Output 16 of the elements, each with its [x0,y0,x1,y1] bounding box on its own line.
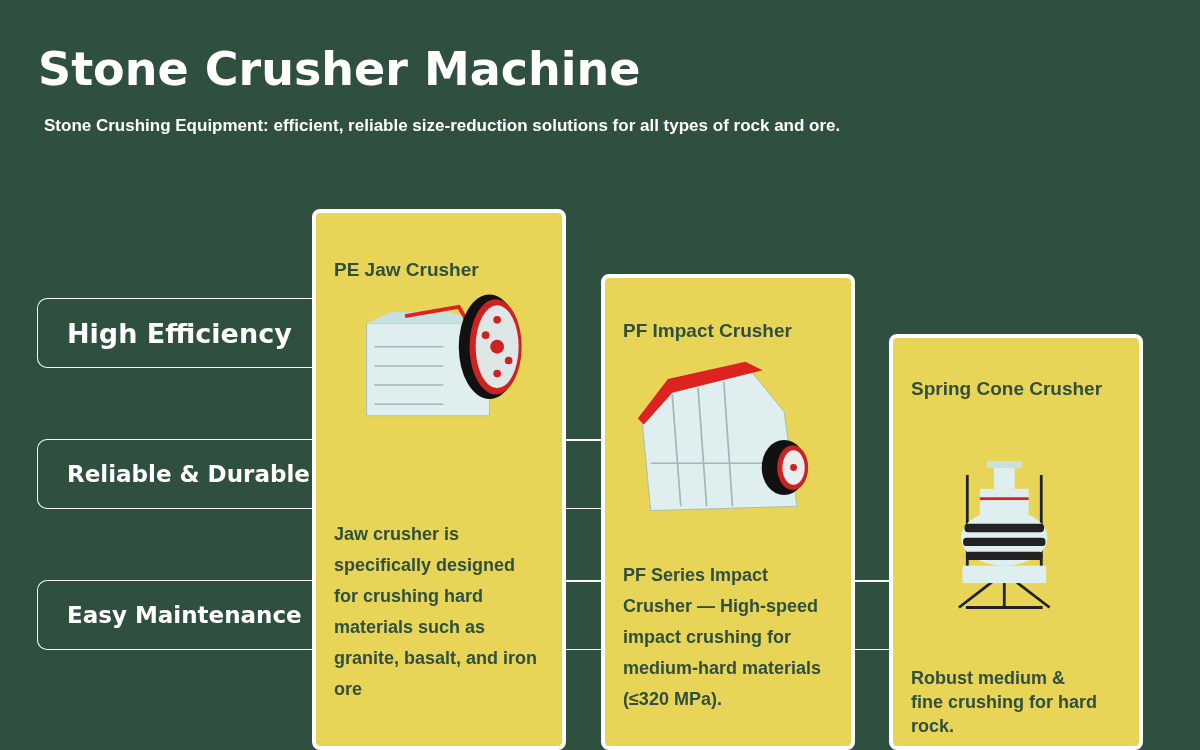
card-heading: Spring Cone Crusher [911,378,1103,400]
card-heading: PF Impact Crusher [623,320,792,342]
card-description: Jaw crusher is specifically designed for crushing hard materials such as granite, basalt, and iron ore [334,523,539,701]
subtitle: Stone Crushing Equipment: efficient, reliable size-reduction solutions for all types of rock and ore. [44,116,841,136]
product-card [601,274,855,750]
feature-label: High Efficiency [67,317,292,349]
feature-label: Reliable & Durable [67,461,310,487]
feature-band [37,439,312,509]
product-card [312,209,566,750]
card-heading: PE Jaw Crusher [334,259,479,281]
feature-band [37,580,312,650]
product-card [889,334,1143,750]
card-description: PF Series Impact Crusher — High-speed impact crushing for medium-hard materials (≤320 MPa). [623,564,823,711]
feature-label: Easy Maintenance [67,602,302,628]
title: Stone Crusher Machine [38,42,641,96]
card-description: Robust medium & fine crushing for hard rock. [911,667,1098,738]
